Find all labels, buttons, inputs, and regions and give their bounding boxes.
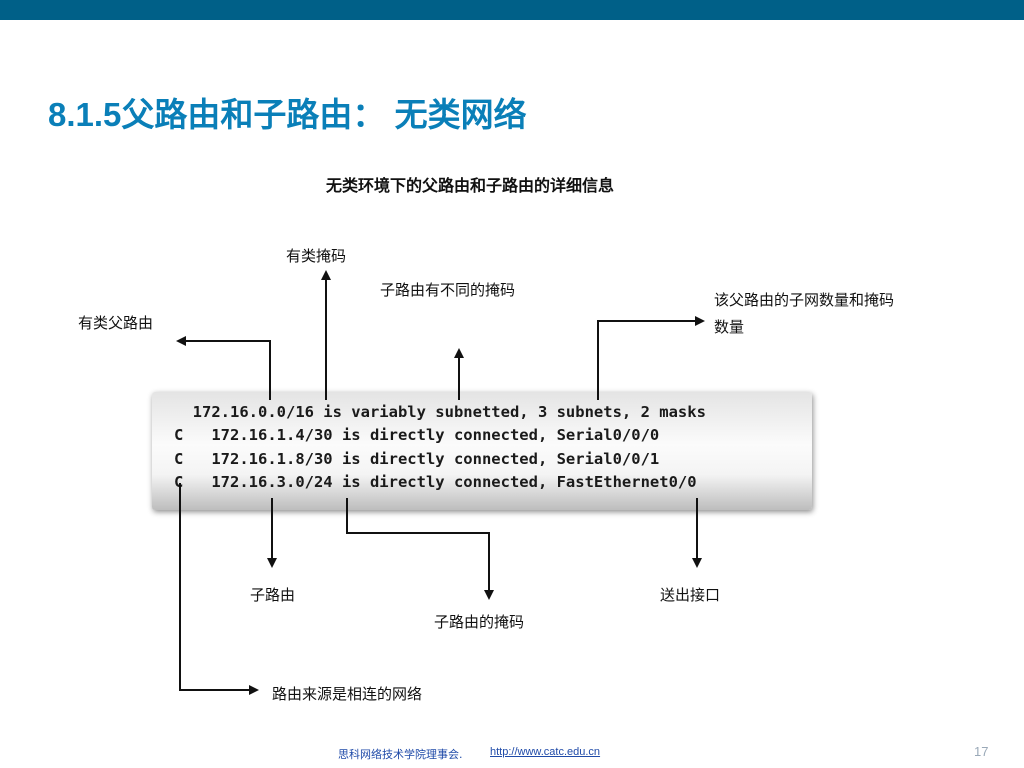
slide-title: 8.1.5父路由和子路由： 无类网络 xyxy=(48,96,527,133)
footer-link[interactable]: http://www.catc.edu.cn xyxy=(490,746,601,758)
label-connected-source: 路由来源是相连的网络 xyxy=(272,685,423,703)
routing-table-box xyxy=(152,392,812,510)
label-subnet-count-line1: 该父路由的子网数量和掩码 xyxy=(714,291,895,309)
label-classful-parent: 有类父路由 xyxy=(78,314,154,332)
route-line-child-2: C 172.16.1.8/30 is directly connected, S… xyxy=(174,450,660,468)
route-line-parent: 172.16.0.0/16 is variably subnetted, 3 s… xyxy=(174,403,706,421)
route-line-child-1: C 172.16.1.4/30 is directly connected, S… xyxy=(174,426,660,444)
label-child-route: 子路由 xyxy=(250,586,296,604)
label-different-masks: 子路由有不同的掩码 xyxy=(380,281,516,299)
footer-organization: 思科网络技术学院理事会. xyxy=(338,748,463,761)
route-line-child-3: C 172.16.3.0/24 is directly connected, F… xyxy=(174,473,697,491)
label-exit-interface: 送出接口 xyxy=(660,586,721,604)
label-subnet-count-line2: 数量 xyxy=(714,318,745,336)
page-number: 17 xyxy=(974,744,989,759)
arrow-classful-parent xyxy=(176,336,271,400)
top-bar xyxy=(0,0,1024,20)
arrow-child-mask xyxy=(346,498,494,600)
diagram-title: 无类环境下的父路由和子路由的详细信息 xyxy=(326,176,615,195)
label-child-mask: 子路由的掩码 xyxy=(434,613,525,631)
arrow-connected-source xyxy=(179,483,259,695)
label-classful-mask: 有类掩码 xyxy=(286,247,347,265)
arrow-subnet-count xyxy=(597,316,705,400)
